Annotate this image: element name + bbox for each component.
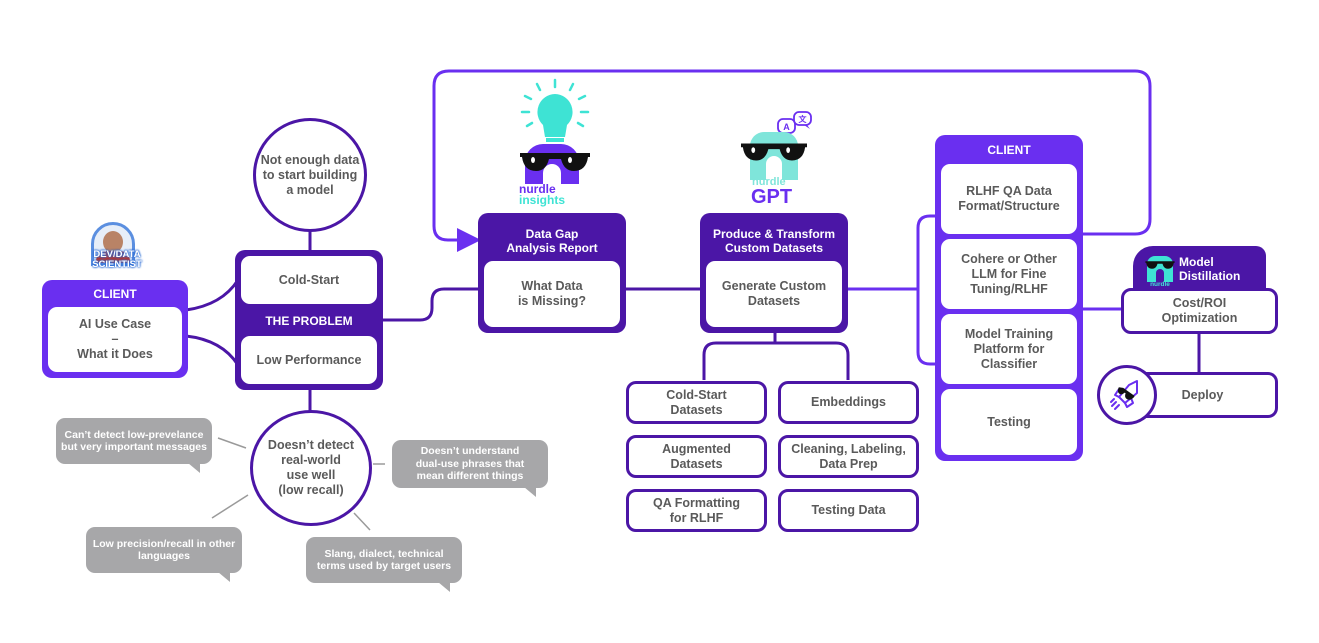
speech-bubble: Can’t detect low-prevelance but very imp…: [56, 418, 212, 473]
low-recall-circle: Doesn’t detect real-world use well (low …: [250, 410, 372, 526]
client-right-item: Model Training Platform for Classifier: [941, 314, 1077, 384]
nurdle-gpt-logo: A 文 nurdle GPT: [738, 110, 818, 210]
speech-bubble: Low precision/recall in other languages: [86, 527, 242, 582]
model-distillation-tab: nurdle Model Distillation: [1133, 246, 1266, 296]
dataset-type-box: Cold-Start Datasets: [626, 381, 767, 424]
client-right-card: CLIENT RLHF QA Data Format/Structure Coh…: [935, 135, 1083, 461]
client-right-item: Testing: [941, 389, 1077, 455]
rocket-icon: [1110, 380, 1138, 410]
client-bracket-line: [916, 214, 937, 366]
logo-text-insights: insights: [519, 193, 566, 207]
dataset-type-box: Testing Data: [778, 489, 919, 532]
data-gap-header: Data Gap Analysis Report: [506, 227, 598, 255]
produce-transform-card: Produce & Transform Custom Datasets Gene…: [700, 213, 848, 333]
dataset-type-box: Augmented Datasets: [626, 435, 767, 478]
cost-roi-box: Cost/ROI Optimization: [1121, 288, 1278, 334]
low-performance-item: Low Performance: [241, 336, 377, 384]
problem-to-datagap-line: [382, 287, 480, 322]
logo-text-nurdle: nurdle: [752, 176, 786, 188]
avatar-frame: [91, 222, 135, 266]
cold-start-item: Cold-Start: [241, 256, 377, 304]
dataset-type-box: Cleaning, Labeling, Data Prep: [778, 435, 919, 478]
problem-header: THE PROBLEM: [265, 314, 353, 328]
sunglasses-icon: [520, 153, 590, 171]
client-to-lowperf-line: [185, 334, 240, 366]
avatar-body: [96, 251, 130, 263]
problem-card: Cold-Start THE PROBLEM Low Performance: [235, 250, 383, 390]
client-right-item: Cohere or Other LLM for Fine Tuning/RLHF: [941, 239, 1077, 309]
pointer-line: [217, 437, 247, 449]
nurdle-n-gap: [766, 156, 782, 180]
dataset-type-box: QA Formatting for RLHF: [626, 489, 767, 532]
dev-data-scientist-avatar: DEV/DATA SCIENTIST: [85, 222, 149, 277]
client-left-header: CLIENT: [93, 287, 137, 301]
client-left-body: AI Use Case – What it Does: [48, 307, 182, 372]
model-distillation-header: Model Distillation: [1179, 255, 1241, 283]
pointer-line: [211, 494, 249, 519]
lightbulb-icon: [520, 78, 590, 142]
nurdle-mini-logo: nurdle: [1145, 254, 1175, 288]
logo-text-nurdle: nurdle: [1150, 281, 1170, 288]
client-left-card: CLIENT AI Use Case – What it Does: [42, 280, 188, 378]
client-to-coldstart-line: [185, 279, 240, 312]
client-right-header: CLIENT: [987, 143, 1031, 157]
nurdle-n-gap: [543, 164, 561, 184]
dataset-type-box: Embeddings: [778, 381, 919, 424]
data-gap-body: What Data is Missing?: [484, 261, 620, 327]
nurdle-n-gap: [1156, 269, 1164, 282]
badge-label: DEV/DATA SCIENTIST: [92, 249, 142, 270]
not-enough-data-circle: Not enough data to start building a mode…: [253, 118, 367, 232]
sunglasses-icon: [1145, 261, 1175, 269]
nurdle-insights-logo: nurdle insights: [505, 78, 605, 210]
tree-branch-line: [702, 341, 850, 380]
svg-text:文: 文: [799, 114, 808, 124]
produce-transform-header: Produce & Transform Custom Datasets: [712, 227, 836, 255]
avatar-face: [103, 231, 123, 253]
logo-text-gpt: GPT: [751, 186, 793, 208]
speech-bubble: Slang, dialect, technical terms used by …: [306, 537, 462, 592]
client-to-distill-line: [1078, 237, 1122, 311]
client-right-item: RLHF QA Data Format/Structure: [941, 164, 1077, 234]
rocket-badge: [1097, 365, 1157, 425]
pointer-line: [353, 512, 371, 531]
logo-text-nurdle: nurdle: [519, 182, 556, 196]
sunglasses-icon: [741, 143, 807, 161]
speech-bubble: Doesn’t understand dual-use phrases that…: [392, 440, 548, 497]
generate-datasets-body: Generate Custom Datasets: [706, 261, 842, 327]
feedback-loop-line: [432, 69, 1152, 252]
svg-text:A: A: [783, 122, 790, 132]
data-gap-card: Data Gap Analysis Report What Data is Mi…: [478, 213, 626, 333]
